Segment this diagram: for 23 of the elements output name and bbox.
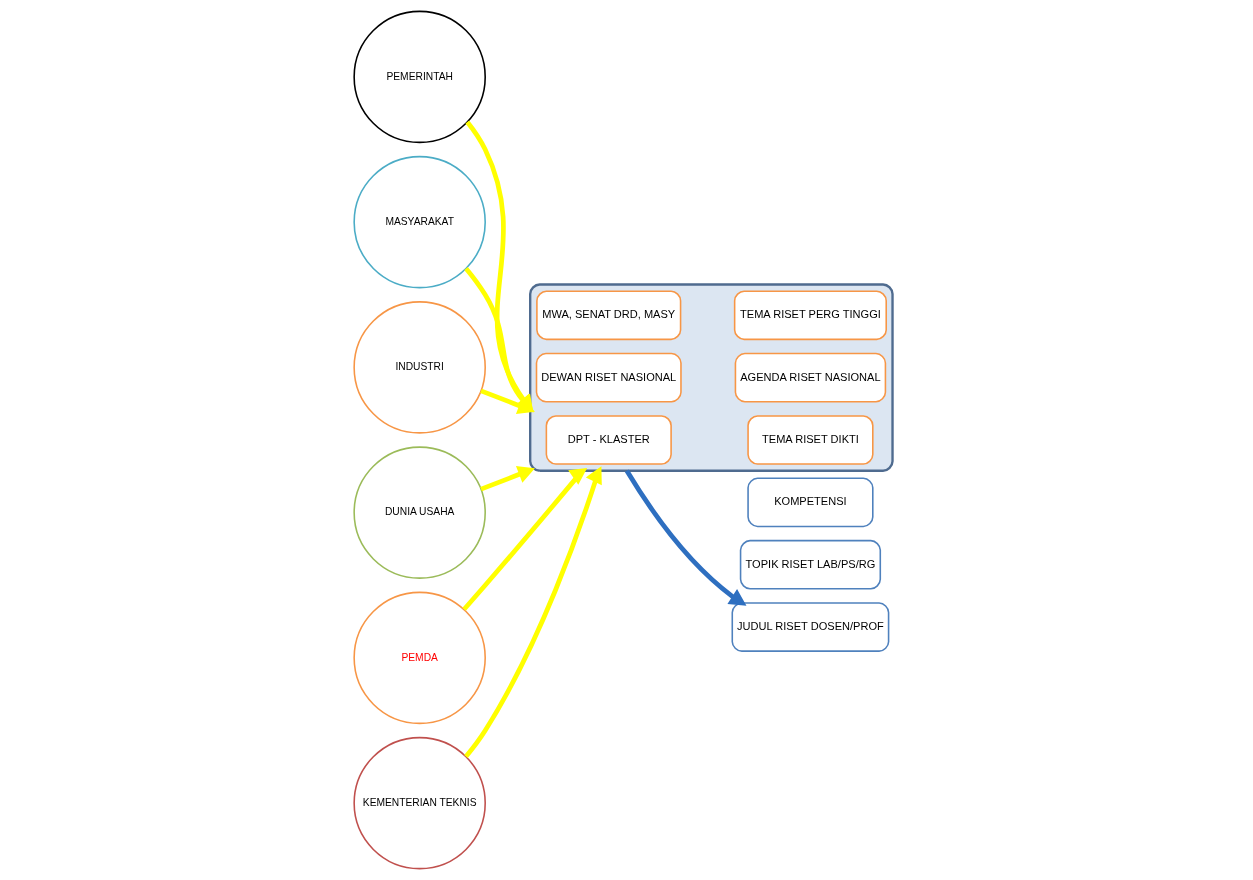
arrow	[624, 469, 747, 606]
node-box: DEWAN RISET NASIONAL	[535, 352, 682, 403]
node-circle: MASYARAKAT	[353, 155, 486, 289]
node-box: AGENDA RISET NASIONAL	[734, 352, 887, 403]
arrow	[462, 467, 588, 611]
arrow	[464, 466, 602, 758]
node-box: TEMA RISET PERG TINGGI	[733, 290, 887, 341]
arrow	[480, 388, 535, 414]
node-circle: DUNIA USAHA	[353, 446, 486, 579]
arrow	[465, 120, 534, 413]
node-box: KOMPETENSI	[747, 477, 874, 528]
node-box: JUDUL RISET DOSEN/PROF	[731, 602, 890, 652]
node-box: MWA, SENAT DRD, MASY	[536, 290, 682, 341]
node-box: TEMA RISET DIKTI	[747, 415, 874, 465]
arrow	[480, 466, 535, 492]
node-circle: PEMDA	[353, 591, 486, 725]
node-circle: INDUSTRI	[353, 301, 486, 434]
node-circle: KEMENTERIAN TEKNIS	[353, 736, 486, 870]
node-box: TOPIK RISET LAB/PS/RG	[739, 539, 882, 590]
cluster	[529, 283, 894, 472]
node-circle: PEMERINTAH	[353, 10, 486, 144]
arrow	[464, 266, 534, 413]
node-box: DPT - KLASTER	[545, 415, 672, 465]
